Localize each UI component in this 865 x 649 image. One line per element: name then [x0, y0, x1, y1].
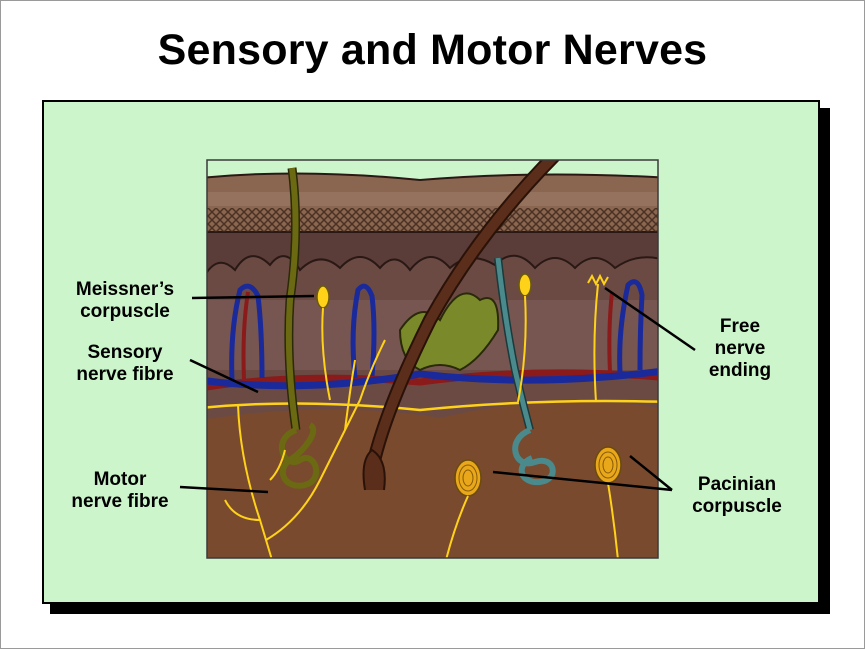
leader-pacinian-2: [629, 455, 673, 491]
vein: [207, 368, 658, 390]
label-sensory: Sensory nerve fibre: [60, 342, 190, 386]
page-title: Sensory and Motor Nerves: [157, 26, 708, 74]
label-sensory-line1: Sensory: [87, 342, 163, 363]
label-free-line1: Free: [719, 316, 761, 337]
dermal-papillae: [207, 231, 658, 275]
stratum-basale: [207, 208, 658, 232]
leader-meissner: [191, 294, 315, 300]
sebaceous-gland: [398, 292, 500, 372]
label-meissner-line2: corpuscle: [80, 301, 170, 322]
leader-pacinian-1: [492, 470, 673, 492]
sensory-nerve-trunk: [207, 399, 658, 412]
label-motor-line1: Motor: [93, 469, 147, 490]
label-pacinian-line2: corpuscle: [692, 496, 782, 517]
free-nerve-ending: [587, 273, 609, 287]
label-motor-line2: nerve fibre: [71, 491, 169, 512]
label-pacinian-line1: Pacinian: [697, 474, 777, 495]
label-free: Free nerve ending: [695, 316, 785, 382]
leader-motor: [179, 485, 269, 494]
leader-sensory: [189, 358, 259, 394]
label-free-line2: nerve: [714, 338, 766, 359]
meissner-corpuscle: [316, 285, 330, 309]
motor-nerve-fibre: [285, 167, 299, 431]
label-sensory-line2: nerve fibre: [76, 364, 174, 385]
label-meissner: Meissner’s corpuscle: [60, 279, 190, 323]
label-free-line3: ending: [708, 360, 772, 381]
label-meissner-line1: Meissner’s: [75, 279, 175, 300]
label-motor: Motor nerve fibre: [60, 469, 180, 513]
cross-section-border: [206, 159, 659, 559]
artery: [207, 369, 658, 391]
sweat-gland-coil: [279, 422, 320, 489]
hair-shaft: [365, 160, 558, 481]
label-pacinian: Pacinian corpuscle: [672, 474, 802, 518]
leader-free: [604, 286, 696, 352]
